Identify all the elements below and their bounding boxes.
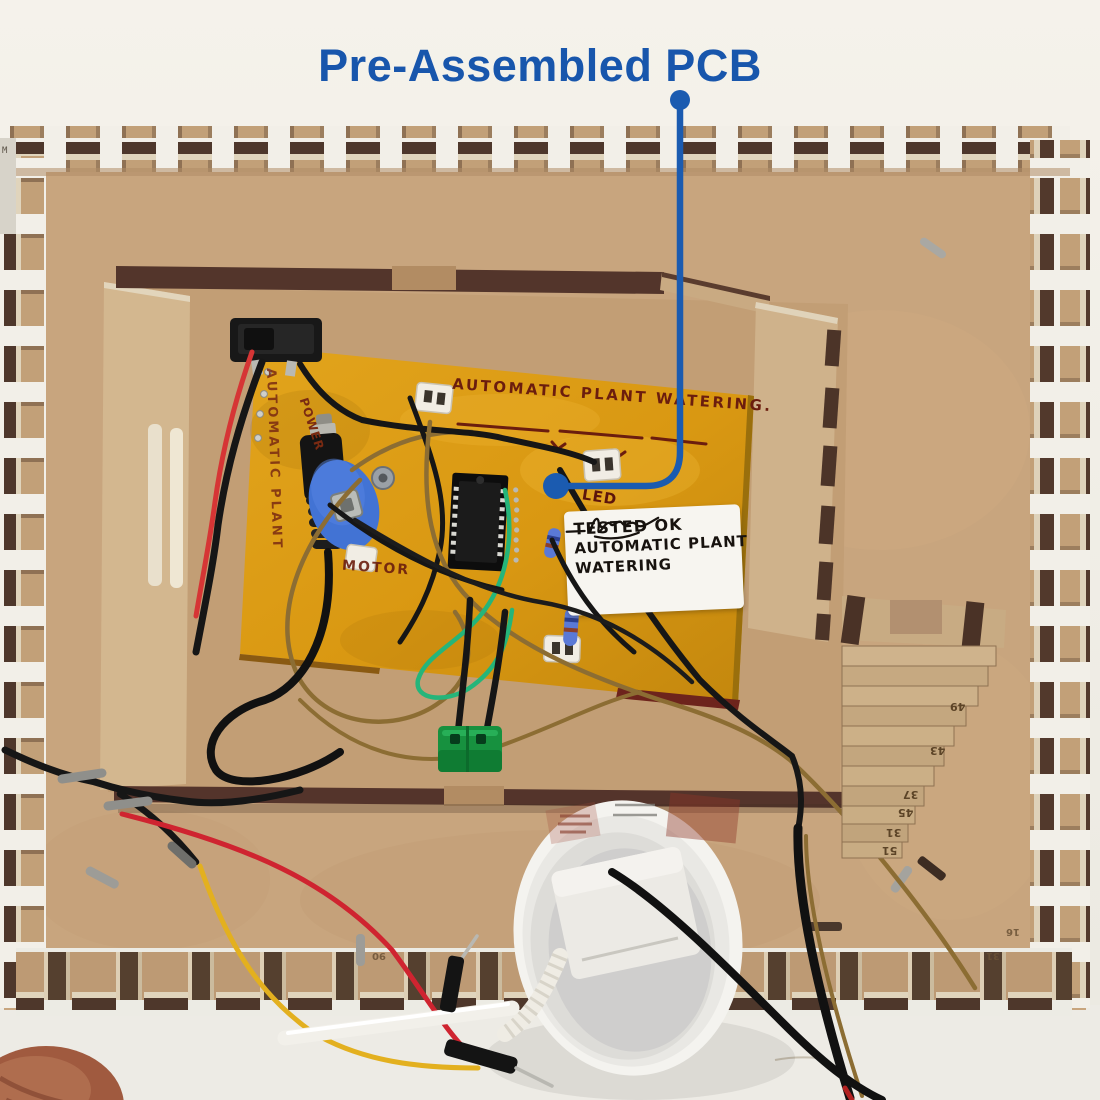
- board-marking-m: M: [2, 146, 8, 156]
- annotation-title: Pre-Assembled PCB: [318, 40, 762, 91]
- board-slots-and-pins: [85, 237, 947, 1061]
- stack-part-number: 45: [898, 806, 914, 819]
- yellow-sensor-wire: [197, 863, 481, 1071]
- baseboard: [0, 126, 1090, 1061]
- red-sensor-wire: [119, 811, 473, 1057]
- box-floor: [108, 286, 848, 798]
- board-marking: 90: [372, 950, 386, 961]
- pcb-led-label: LED: [580, 485, 619, 509]
- water-container: [485, 792, 886, 1100]
- box-left-wall: [100, 282, 190, 790]
- submersible-pump: [551, 846, 701, 980]
- water-tube: [277, 948, 568, 1046]
- battery-snap-connector: [308, 458, 395, 550]
- stack-part-number: 31: [886, 826, 902, 839]
- board-bottom-teeth-edge: [16, 948, 1072, 1016]
- rocker-switch: [230, 318, 322, 377]
- board-marking: 16: [1006, 926, 1020, 937]
- pcb: [239, 346, 754, 710]
- terminal-block: [438, 726, 502, 772]
- pump-cable: [608, 868, 886, 1100]
- leader-line: [543, 90, 690, 499]
- sensor-probe-pins: [439, 934, 554, 1088]
- pcb-side-handwriting: AUTOMATIC PLANT: [263, 368, 285, 551]
- pcb-motor-label: MOTOR: [341, 557, 411, 579]
- solder-joints: [254, 368, 272, 442]
- round-brown-object: [0, 1046, 124, 1100]
- dc-barrel-plug: [299, 413, 347, 549]
- enclosure-box: [100, 266, 858, 813]
- box-right-wall: [748, 302, 838, 642]
- resistors: [544, 528, 579, 646]
- tested-ok-sticker: TESTED OK AUTOMATIC PLANT WATERING: [563, 504, 749, 616]
- stack-part-number: 51: [882, 844, 898, 857]
- foreground-wires: [327, 502, 695, 685]
- pcb-board-title-handwriting: AUTOMATIC PLANT WATERING.: [451, 374, 774, 416]
- box-top-wall-edge: [116, 266, 664, 294]
- right-wall-tabs: [815, 329, 842, 641]
- ic-chip: [447, 472, 520, 572]
- left-edge-tag: [0, 138, 16, 234]
- handwriting-underline: [456, 422, 708, 460]
- stack-part-number: 43: [930, 744, 946, 757]
- wires: [1, 349, 978, 1100]
- board-marking: 31: [986, 950, 1000, 961]
- corrugated-tube-ribs: [500, 952, 568, 1041]
- left-wall-slot: [148, 424, 162, 586]
- stack-part-number: 49: [950, 700, 966, 713]
- container-label-print: [545, 792, 741, 845]
- solder-pad-column: [513, 487, 520, 563]
- pcb-connectors: [344, 381, 622, 664]
- sticker-line: AUTOMATIC PLANT: [574, 532, 749, 558]
- leader-end-dot: [543, 473, 569, 499]
- stack-part-number: 37: [903, 788, 919, 801]
- board-left-teeth-edge: [0, 156, 46, 1008]
- leader-start-dot: [670, 90, 690, 110]
- signature-scribble: [565, 516, 660, 540]
- pcb-power-label: POWER: [296, 396, 327, 453]
- sticker-line: WATERING: [574, 555, 673, 578]
- parts-stack: [840, 594, 1006, 859]
- box-bottom-wall-edge: [114, 786, 858, 808]
- board-top-teeth-edge: [10, 126, 1070, 172]
- left-wall-slot: [170, 428, 183, 588]
- sticker-line: TESTED OK: [573, 514, 683, 539]
- board-right-teeth-edge: [1030, 140, 1090, 1008]
